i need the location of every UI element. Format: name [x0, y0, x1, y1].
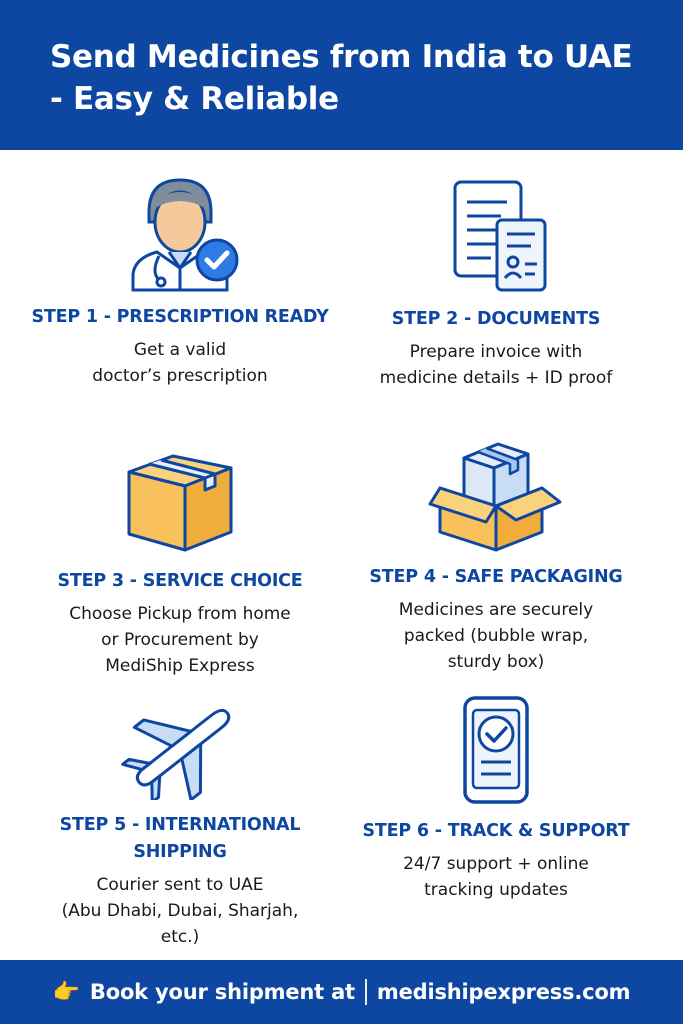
step-description: Get a valid doctor’s prescription	[92, 340, 268, 386]
step-3: STEP 3 - SERVICE CHOICE Choose Pickup fr…	[20, 450, 340, 679]
step-description: Prepare invoice with medicine details + …	[379, 342, 613, 388]
step-title: STEP 4 - SAFE PACKAGING	[369, 567, 623, 587]
step-2: STEP 2 - DOCUMENTS Prepare invoice with …	[336, 178, 656, 391]
step-title: STEP 2 - DOCUMENTS	[391, 309, 601, 329]
doctor-check-icon	[131, 178, 239, 292]
website-link[interactable]: mediship​express.com	[376, 980, 631, 1004]
step-description: 24/7 support + online tracking updates	[403, 854, 589, 900]
step-description: Choose Pickup from home or Procurement b…	[69, 604, 291, 676]
open-box-icon	[428, 442, 562, 552]
step-description: Medicines are securely packed (bubble wr…	[398, 600, 594, 672]
step-title: STEP 5 - INTERNATIONAL SHIPPING	[59, 815, 301, 862]
page-title: Send Medicines from India to UAE - Easy …	[50, 39, 633, 117]
step-5: STEP 5 - INTERNATIONAL SHIPPING Courier …	[20, 700, 340, 950]
airplane-icon	[121, 708, 231, 800]
step-1: STEP 1 - PRESCRIPTION READY Get a valid …	[20, 172, 340, 389]
footer-banner: 👉 Book your shipment at mediship​express…	[0, 960, 683, 1024]
step-6: STEP 6 - TRACK & SUPPORT 24/7 support + …	[336, 694, 656, 903]
documents-icon	[453, 180, 547, 292]
header-banner: Send Medicines from India to UAE - Easy …	[0, 0, 683, 150]
footer-divider	[364, 979, 367, 1005]
step-description: Courier sent to UAE (Abu Dhabi, Dubai, S…	[61, 875, 299, 947]
pointing-hand-icon: 👉	[52, 979, 80, 1005]
step-title: STEP 3 - SERVICE CHOICE	[57, 571, 303, 591]
box-icon	[127, 454, 233, 552]
footer-cta-text: Book your shipment at	[89, 980, 355, 1004]
step-4: STEP 4 - SAFE PACKAGING Medicines are se…	[336, 438, 656, 675]
phone-check-icon	[463, 696, 529, 804]
step-title: STEP 6 - TRACK & SUPPORT	[362, 821, 630, 841]
step-title: STEP 1 - PRESCRIPTION READY	[31, 307, 329, 327]
